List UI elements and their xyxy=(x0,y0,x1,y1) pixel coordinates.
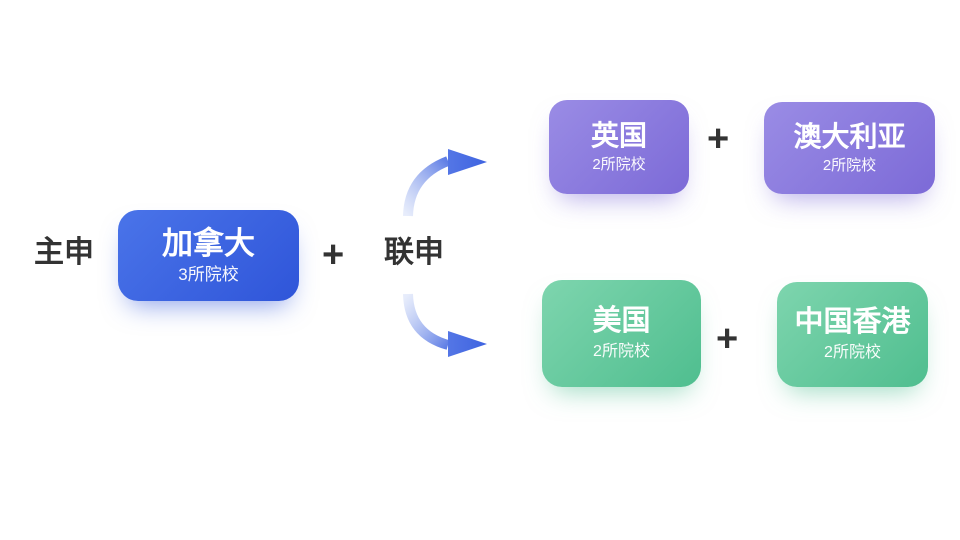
joint-application-label: 联申 xyxy=(384,236,444,269)
country-card-hongkong: 中国香港 2所院校 xyxy=(777,282,928,387)
country-card-title: 美国 xyxy=(592,305,651,338)
country-card-school-count: 2所院校 xyxy=(592,155,646,173)
curved-arrow-up-icon xyxy=(403,149,487,217)
country-card-usa: 美国 2所院校 xyxy=(542,280,701,387)
main-application-label: 主申 xyxy=(34,236,94,269)
country-card-australia: 澳大利亚 2所院校 xyxy=(764,102,935,194)
country-card-canada: 加拿大 3所院校 xyxy=(118,210,299,301)
country-card-title: 澳大利亚 xyxy=(793,120,906,152)
plus-sign-main: + xyxy=(322,234,345,276)
country-card-title: 中国香港 xyxy=(794,306,911,339)
country-card-school-count: 2所院校 xyxy=(824,344,881,362)
country-card-school-count: 3所院校 xyxy=(178,264,239,284)
plus-sign-bottom-row: + xyxy=(716,318,739,360)
country-card-title: 英国 xyxy=(590,119,647,151)
curved-arrow-down-icon xyxy=(403,293,487,357)
plus-sign-top-row: + xyxy=(707,118,730,160)
country-card-school-count: 2所院校 xyxy=(822,156,877,174)
country-card-school-count: 2所院校 xyxy=(593,343,650,361)
country-card-title: 加拿大 xyxy=(162,225,255,261)
country-card-uk: 英国 2所院校 xyxy=(549,100,689,194)
